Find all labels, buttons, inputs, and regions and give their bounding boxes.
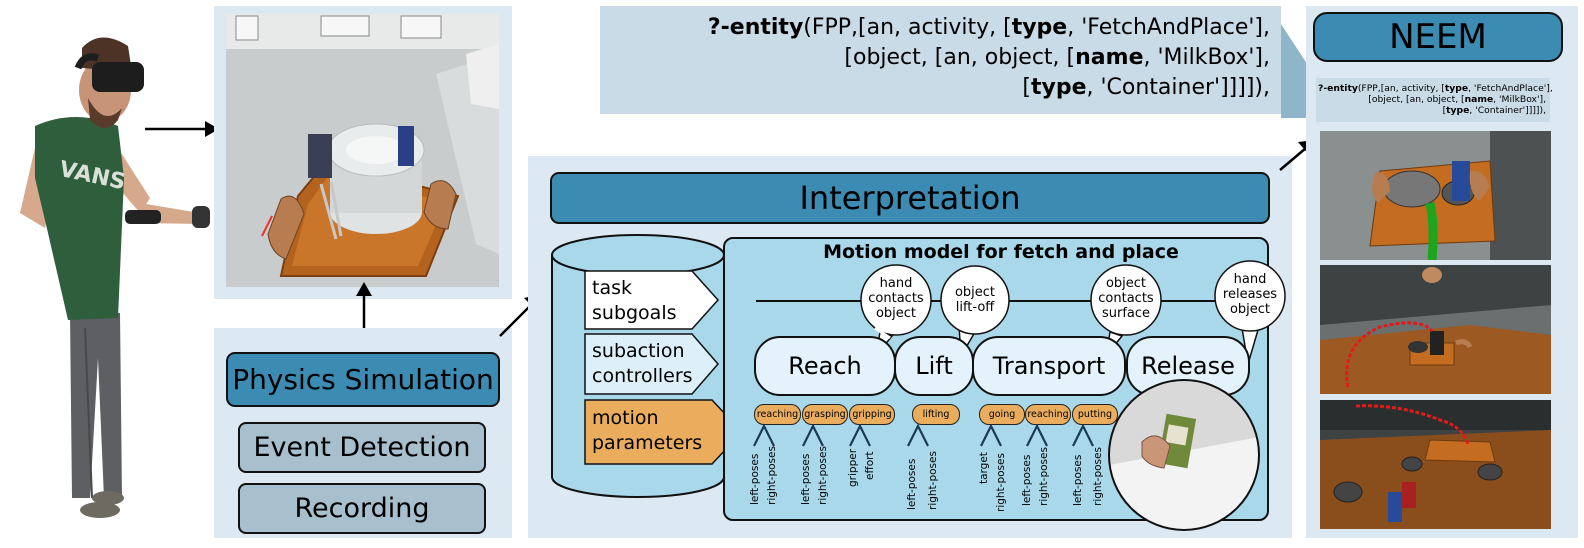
- neem-image-3: [1320, 400, 1551, 529]
- task-subgoals-label: task subgoals: [592, 276, 677, 326]
- event-text-lift-off: object lift-off: [937, 285, 1013, 315]
- event-text-hand-contacts: hand contacts object: [858, 276, 934, 321]
- event-text-object-contacts: object contacts surface: [1088, 276, 1164, 321]
- query-part: (FPP,[an, activity, [: [1357, 83, 1445, 94]
- param-label: right-poses: [995, 453, 1007, 512]
- motion-parameters-label: motion parameters: [592, 406, 702, 456]
- param-label: right-poses: [1038, 447, 1050, 506]
- phase-label: Transport: [992, 352, 1106, 380]
- cylinder-item-shapes: [584, 270, 724, 465]
- query-text: ?-entity(FPP,[an, activity, [type, 'Fetc…: [600, 13, 1270, 103]
- task-subgoals-line2: subgoals: [592, 302, 677, 324]
- event-line: object: [1229, 302, 1271, 317]
- param-label: right-poses: [927, 451, 939, 510]
- pill-putting: putting: [1072, 404, 1118, 425]
- query-keyword: type: [1444, 83, 1469, 94]
- query-part: [object, [an, object, [: [844, 45, 1076, 70]
- pill-reaching: reaching: [754, 404, 801, 425]
- param-label: left-poses: [906, 458, 918, 510]
- phase-lift: Lift: [894, 336, 974, 396]
- event-line: contacts: [868, 291, 924, 306]
- query-entity-keyword: ?-entity: [707, 15, 804, 40]
- param-label: gripper: [847, 448, 859, 487]
- param-label: target: [978, 452, 990, 484]
- event-bubble-lift-off: [940, 265, 1010, 358]
- param-label: left-poses: [1072, 454, 1084, 506]
- pill-grasping: grasping: [802, 404, 848, 425]
- query-keyword: type: [1030, 75, 1087, 100]
- recording-label: Recording: [294, 493, 430, 524]
- param-label: left-poses: [1021, 454, 1033, 506]
- query-part: , 'Container']]]]),: [1086, 75, 1271, 100]
- neem-query-box: [1316, 78, 1550, 122]
- query-keyword: type: [1446, 105, 1470, 116]
- vr-kitchen-view: [226, 14, 499, 287]
- event-line: contacts: [1098, 291, 1154, 306]
- query-part: [: [1442, 105, 1447, 116]
- param-label: right-poses: [766, 446, 778, 505]
- param-label: right-poses: [1092, 447, 1104, 506]
- query-part: , 'Container']]]]),: [1469, 105, 1546, 116]
- param-label: right-poses: [817, 446, 829, 505]
- neem-title-box: NEEM: [1313, 12, 1563, 62]
- pill-going: going: [979, 404, 1025, 425]
- motion-parameters-line2: parameters: [592, 432, 703, 454]
- param-label: effort: [864, 451, 876, 480]
- subaction-controllers-line2: controllers: [592, 365, 693, 387]
- query-part: (FPP,[an, activity, [: [803, 15, 1012, 40]
- param-label: left-poses: [800, 453, 812, 505]
- query-keyword: name: [1464, 94, 1494, 105]
- query-keyword: name: [1075, 45, 1144, 70]
- motion-parameters-line1: motion: [592, 407, 659, 429]
- query-part: , 'MilkBox'],: [1493, 94, 1546, 105]
- pill-gripping: gripping: [849, 404, 895, 425]
- physics-simulation-box: Physics Simulation: [226, 352, 500, 407]
- query-box: [600, 6, 1281, 114]
- recording-box: Recording: [238, 483, 486, 534]
- phase-label: Lift: [915, 352, 953, 380]
- event-line: lift-off: [955, 300, 995, 315]
- event-bubble-hand-releases: [1214, 260, 1286, 365]
- neem-query-text: ?-entity(FPP,[an, activity, [type, 'Fetc…: [1318, 83, 1553, 116]
- event-detection-label: Event Detection: [253, 432, 471, 463]
- event-detection-box: Event Detection: [238, 422, 486, 473]
- phase-reach: Reach: [754, 336, 896, 396]
- neem-image-1: [1320, 131, 1551, 260]
- event-text-hand-releases: hand releases object: [1212, 272, 1288, 317]
- vr-user-photo: VANS: [20, 37, 210, 518]
- physics-simulation-label: Physics Simulation: [232, 363, 494, 396]
- event-line: hand: [879, 276, 913, 291]
- event-line: releases: [1222, 287, 1278, 302]
- subaction-controllers-line1: subaction: [592, 340, 685, 362]
- event-line: object: [875, 306, 917, 321]
- query-part: [object, [an, object, [: [1368, 94, 1465, 105]
- interpretation-title: Interpretation: [799, 179, 1021, 217]
- phase-label: Reach: [788, 352, 862, 380]
- subaction-controllers-label: subaction controllers: [592, 339, 693, 389]
- query-entity-keyword: ?-entity: [1318, 83, 1358, 94]
- query-part: , 'FetchAndPlace'],: [1468, 83, 1553, 94]
- grasp-closeup-inset: [1108, 379, 1260, 531]
- param-label: left-poses: [749, 453, 761, 505]
- event-line: surface: [1101, 306, 1151, 321]
- parameter-branches: [753, 424, 1094, 447]
- event-line: object: [954, 285, 996, 300]
- query-keyword: type: [1011, 15, 1068, 40]
- task-subgoals-line1: task: [592, 277, 632, 299]
- query-part: [: [1022, 75, 1031, 100]
- query-part: , 'FetchAndPlace'],: [1067, 15, 1270, 40]
- interpretation-title-box: Interpretation: [550, 172, 1270, 224]
- query-part: , 'MilkBox'],: [1143, 45, 1271, 70]
- neem-title: NEEM: [1389, 17, 1487, 57]
- arrow-user-to-vr: [145, 121, 219, 137]
- event-line: object: [1105, 276, 1147, 291]
- neem-image-2: [1320, 265, 1551, 394]
- phase-transport: Transport: [972, 336, 1126, 396]
- pill-reaching-2: reaching: [1025, 404, 1071, 425]
- pill-lifting: lifting: [912, 404, 960, 425]
- motion-model-title: Motion model for fetch and place: [823, 241, 1179, 263]
- phase-label: Release: [1141, 352, 1235, 380]
- event-line: hand: [1233, 272, 1267, 287]
